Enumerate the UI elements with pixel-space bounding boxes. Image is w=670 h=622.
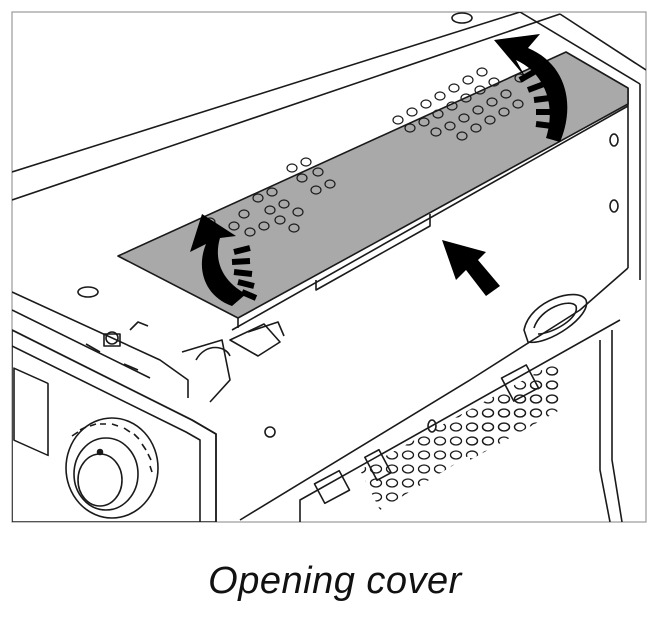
cover-perforations bbox=[204, 67, 526, 237]
figure-caption: Opening cover bbox=[208, 560, 462, 602]
curved-lift-arrow-icon bbox=[494, 34, 568, 142]
unit-side-panel bbox=[231, 84, 641, 522]
chassis-vents bbox=[299, 319, 621, 522]
control-knob bbox=[65, 417, 159, 519]
unit-top-panel bbox=[12, 12, 646, 201]
curved-lift-arrow-icon bbox=[190, 214, 258, 306]
figure-frame bbox=[11, 11, 647, 523]
push-arrow-icon bbox=[442, 240, 500, 296]
